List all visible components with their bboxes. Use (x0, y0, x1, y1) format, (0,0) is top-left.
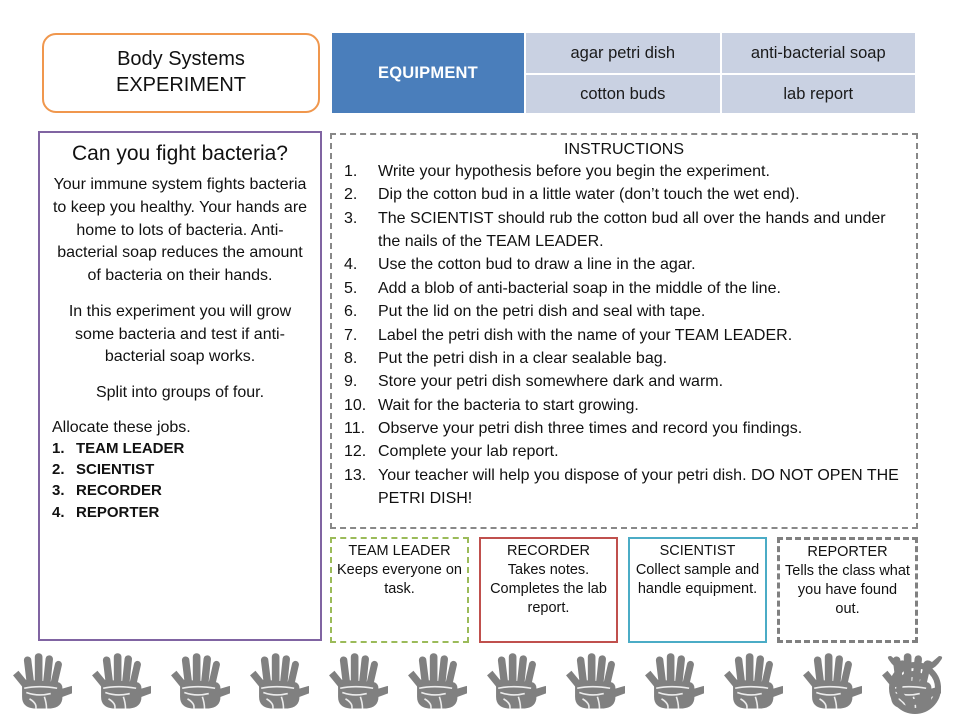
list-item: 6. Put the lid on the petri dish and seal… (340, 300, 908, 323)
info-heading: Can you fight bacteria? (72, 142, 288, 165)
equipment-label: EQUIPMENT (332, 33, 524, 113)
list-item-number: 5. (344, 279, 358, 297)
handprint-icon (320, 650, 391, 718)
list-item-text: Your teacher will help you dispose of yo… (378, 466, 899, 508)
instructions-panel: INSTRUCTIONS 1. Write your hypothesis bef… (330, 133, 918, 529)
role-description: Takes notes. Completes the lab report. (490, 561, 607, 616)
list-item-text: Add a blob of anti-bacterial soap in the… (378, 279, 781, 297)
list-item: 2. Dip the cotton bud in a little water (… (340, 183, 908, 206)
role-description: Collect sample and handle equipment. (635, 561, 760, 597)
list-item-text: Observe your petri dish three times and … (378, 419, 803, 437)
instructions-list: 1. Write your hypothesis before you begin… (340, 160, 908, 510)
list-item: 11. Observe your petri dish three times a… (340, 417, 908, 440)
role-box-reporter: REPORTER Tells the class what you have f… (777, 537, 918, 643)
equipment-table: EQUIPMENT agar petri dish anti-bacterial… (332, 33, 915, 113)
list-item-number: 6. (344, 303, 358, 321)
list-item: 1. Write your hypothesis before you begin… (340, 160, 908, 183)
info-paragraph: In this experiment you will grow some ba… (68, 302, 292, 366)
handprint-icon (794, 650, 865, 718)
role-box-recorder: RECORDER Takes notes. Completes the lab … (479, 537, 618, 643)
role-box-scientist: SCIENTIST Collect sample and handle equi… (628, 537, 767, 643)
handprint-icon (4, 650, 75, 718)
list-item-number: 3. (52, 482, 65, 500)
table-row: agar petri dish anti-bacterial soap (524, 33, 915, 73)
copyright-icon (882, 654, 948, 716)
handprint-icon (715, 650, 786, 718)
list-item-text: Put the lid on the petri dish and seal w… (378, 303, 706, 321)
role-box-team-leader: TEAM LEADER Keeps everyone on task. (330, 537, 469, 643)
role-title: TEAM LEADER (348, 543, 451, 559)
list-item-text: Complete your lab report. (378, 443, 559, 461)
handprint-icon (399, 650, 470, 718)
list-item: 4. Use the cotton bud to draw a line in t… (340, 253, 908, 276)
list-item: 12. Complete your lab report. (340, 440, 908, 463)
page-title-line1: Body Systems (117, 48, 245, 71)
list-item: 13. Your teacher will help you dispose of… (340, 464, 908, 511)
list-item: 8. Put the petri dish in a clear sealable… (340, 347, 908, 370)
list-item: 3. The SCIENTIST should rub the cotton bu… (340, 207, 908, 254)
list-item-number: 13. (344, 466, 367, 484)
jobs-list: 1. TEAM LEADER 2. SCIENTIST 3. RECORDER … (52, 438, 308, 523)
list-item-text: Label the petri dish with the name of yo… (378, 326, 793, 344)
list-item-number: 1. (344, 163, 358, 180)
list-item-number: 10. (344, 396, 367, 414)
page-title-line2: EXPERIMENT (115, 74, 247, 96)
list-item-text: Dip the cotton bud in a little water (do… (378, 186, 800, 204)
role-title: RECORDER (507, 543, 590, 559)
list-item-text: Store your petri dish somewhere dark and… (378, 373, 724, 391)
list-item: 2. SCIENTIST (52, 459, 308, 480)
list-item: 7. Label the petri dish with the name of … (340, 324, 908, 347)
role-boxes: TEAM LEADER Keeps everyone on task. RECO… (330, 537, 918, 643)
list-item-number: 12. (344, 443, 367, 461)
list-item-label: REPORTER (76, 503, 160, 521)
equipment-cell: anti-bacterial soap (719, 33, 915, 73)
handprint-icon (557, 650, 628, 718)
handprint-icon (162, 650, 233, 718)
allocate-jobs-label: Allocate these jobs. (52, 418, 191, 436)
table-row: cotton buds lab report (524, 73, 915, 113)
list-item-number: 9. (344, 373, 358, 391)
handprint-icon (636, 650, 707, 718)
list-item-text: Use the cotton bud to draw a line in the… (378, 256, 696, 274)
list-item: 3. RECORDER (52, 480, 308, 501)
handprint-icon (241, 650, 312, 718)
equipment-grid: agar petri dish anti-bacterial soap cott… (524, 33, 915, 113)
equipment-cell: cotton buds (524, 73, 720, 113)
list-item-number: 4. (52, 503, 65, 521)
list-item: 9. Store your petri dish somewhere dark a… (340, 370, 908, 393)
list-item-number: 4. (344, 256, 358, 274)
list-item: 4. REPORTER (52, 502, 308, 523)
info-paragraph: Your immune system fights bacteria to ke… (52, 176, 308, 285)
list-item-number: 2. (52, 460, 65, 478)
equipment-cell: agar petri dish (524, 33, 720, 73)
info-panel: Can you fight bacteria? Your immune syst… (38, 131, 322, 641)
list-item: 5. Add a blob of anti-bacterial soap in t… (340, 277, 908, 300)
footer-handprint-strip (0, 648, 960, 720)
equipment-cell: lab report (719, 73, 915, 113)
info-paragraph: Split into groups of four. (95, 383, 265, 401)
list-item-number: 11. (344, 419, 366, 437)
handprint-icon (83, 650, 154, 718)
list-item-text: The SCIENTIST should rub the cotton bud … (378, 209, 886, 251)
title-box: Body Systems EXPERIMENT (42, 33, 320, 113)
list-item-label: RECORDER (76, 482, 162, 500)
list-item-number: 8. (344, 349, 358, 367)
instructions-title: INSTRUCTIONS (564, 141, 684, 158)
list-item-text: Put the petri dish in a clear sealable b… (378, 349, 668, 367)
list-item-number: 1. (52, 439, 65, 457)
list-item-text: Write your hypothesis before you begin t… (378, 163, 770, 180)
role-description: Keeps everyone on task. (337, 561, 462, 597)
list-item-number: 7. (344, 326, 358, 344)
list-item-label: TEAM LEADER (76, 439, 185, 457)
role-title: SCIENTIST (659, 543, 736, 559)
list-item: 10. Wait for the bacteria to start growin… (340, 394, 908, 417)
list-item-number: 2. (344, 186, 358, 204)
role-title: REPORTER (807, 544, 888, 560)
list-item-text: Wait for the bacteria to start growing. (378, 396, 639, 414)
list-item-label: SCIENTIST (76, 460, 155, 478)
list-item-number: 3. (344, 209, 358, 227)
list-item: 1. TEAM LEADER (52, 438, 308, 459)
handprint-icon (478, 650, 549, 718)
role-description: Tells the class what you have found out. (785, 562, 910, 617)
